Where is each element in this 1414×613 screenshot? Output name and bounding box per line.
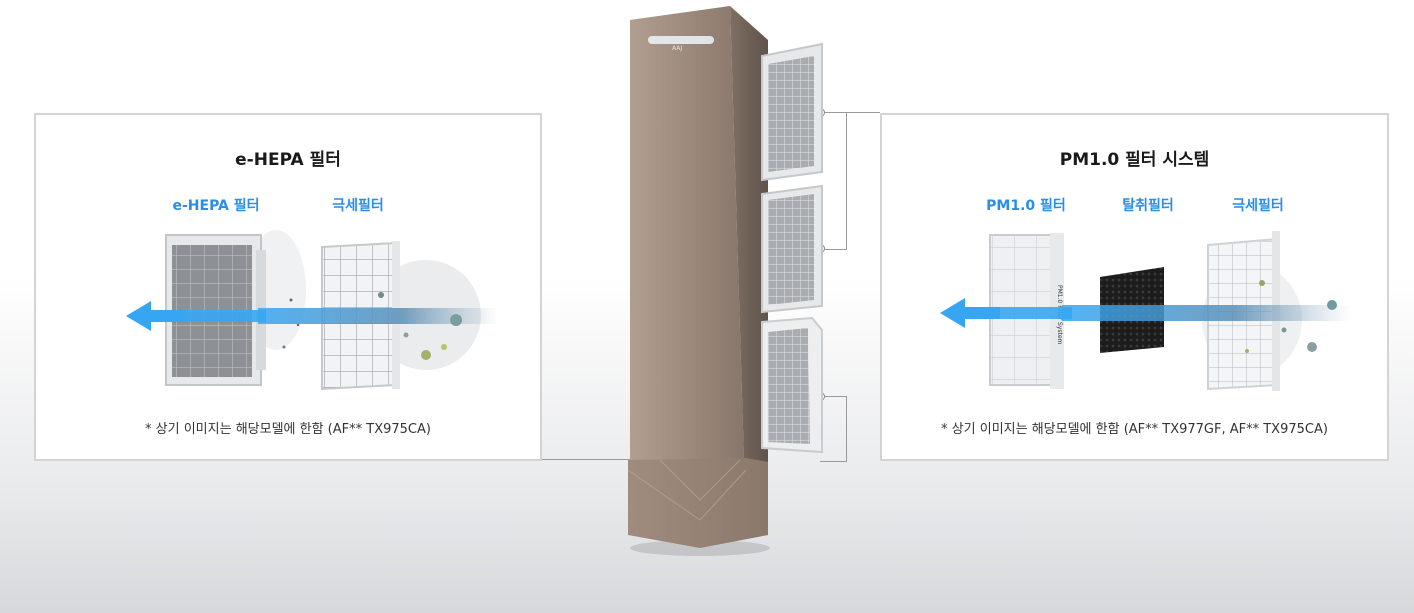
pm10-filter-system-panel: PM1.0 필터 시스템 PM1.0 필터 탈취필터 극세필터 [880, 113, 1389, 461]
model-note: * 상기 이미지는 해당모델에 한함 (AF** TX975CA) [145, 422, 431, 437]
particle [1327, 300, 1337, 310]
filter-label-ultrafine: 극세필터 [332, 198, 384, 214]
particle [450, 314, 462, 326]
filter-illustration [126, 230, 498, 391]
unit-display [648, 36, 714, 44]
filter-label-ultrafine: 극세필터 [1232, 198, 1284, 214]
model-note: * 상기 이미지는 해당모델에 한함 (AF** TX977GF, AF** T… [941, 422, 1328, 437]
right-connector-top [820, 112, 847, 250]
filter-tray-middle [761, 184, 823, 314]
unit-logo: AAJ [672, 45, 682, 52]
particle [403, 332, 409, 338]
filter-system-illustration: PM1.0 Filter System [940, 231, 1352, 391]
particle [1307, 342, 1317, 352]
unit-side-panel [730, 6, 768, 462]
particle [378, 292, 384, 298]
unit-base [628, 458, 768, 548]
filter-tray-bottom [761, 316, 823, 454]
particle [421, 350, 431, 360]
air-conditioner-unit: AAJ [627, 6, 823, 556]
e-hepa-filter-panel: e-HEPA 필터 e-HEPA 필터 극세필터 [34, 113, 542, 461]
right-connector-bottom [820, 396, 847, 462]
particle [296, 323, 300, 327]
left-panel-connector [540, 459, 630, 460]
filter-tray-top [761, 42, 823, 182]
particle [1245, 349, 1249, 353]
filter-label-e-hepa: e-HEPA 필터 [172, 198, 260, 214]
particle [441, 344, 447, 350]
airflow-band [1062, 305, 1352, 321]
particle [289, 298, 293, 302]
particle [1259, 280, 1265, 286]
particle [282, 345, 286, 349]
filter-label-deodorizing: 탈취필터 [1122, 198, 1174, 214]
panel-title: e-HEPA 필터 [235, 150, 341, 170]
filter-label-pm10: PM1.0 필터 [986, 198, 1066, 214]
airflow-band [258, 308, 498, 324]
particle [1281, 327, 1287, 333]
panel-title: PM1.0 필터 시스템 [1059, 150, 1210, 170]
unit-front-panel [630, 6, 744, 460]
right-connector-stub [846, 112, 880, 113]
